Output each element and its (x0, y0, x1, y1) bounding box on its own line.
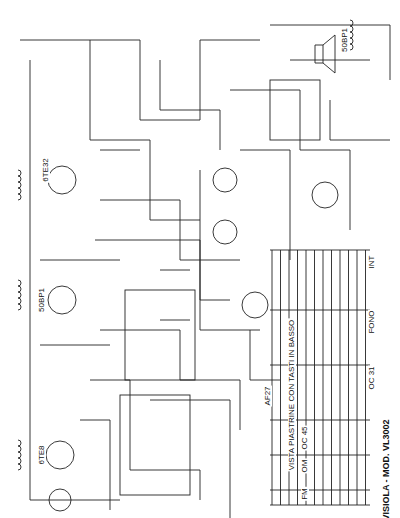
coil-turn (18, 304, 21, 310)
part-label: 50BP1 (341, 27, 349, 53)
switch-contact (348, 250, 349, 505)
tube-symbols (46, 166, 338, 511)
speaker-symbol (315, 35, 335, 73)
part-label: INT (368, 255, 376, 270)
switch-contact (280, 250, 281, 505)
wiring (20, 25, 390, 518)
part-label: OM (301, 459, 309, 474)
coil-turn (18, 188, 21, 194)
switch-row (270, 490, 370, 491)
switch-contact (272, 250, 273, 505)
switch-row (270, 455, 370, 456)
part-label: OC 45 (301, 425, 309, 450)
title: VISIOLA - MOD. VL3002 (382, 418, 391, 518)
part-label: OC 31 (368, 365, 376, 390)
coil-turn (18, 458, 21, 464)
coil-turn (18, 446, 21, 452)
coil-turn (18, 292, 21, 298)
part-label: AF27 (264, 385, 272, 406)
switch-contact (340, 250, 341, 505)
coil-turn (18, 182, 21, 188)
switch-contact (323, 250, 324, 505)
part-label: 50BP1 (38, 287, 46, 313)
part-label: 6TE8 (38, 444, 46, 465)
coil-turn (18, 464, 21, 470)
coil-turn (350, 44, 353, 50)
coil-turn (18, 440, 21, 446)
coil-turn (350, 32, 353, 38)
switch-contact (357, 250, 358, 505)
coil-turn (18, 176, 21, 182)
coil-turn (350, 38, 353, 44)
part-label: FM (301, 487, 309, 501)
switch-row (270, 420, 370, 421)
coil-turn (18, 170, 21, 176)
switch-contact (331, 250, 332, 505)
switch-contact (297, 250, 298, 505)
switch-row (270, 310, 370, 311)
coil-turn (350, 20, 353, 26)
switch-contact (365, 250, 366, 505)
coil-symbols (18, 20, 353, 470)
switch-contact (314, 250, 315, 505)
switch-bank (270, 250, 370, 505)
switch-row (270, 365, 370, 366)
part-label: FONO (368, 309, 376, 334)
coil-turn (18, 452, 21, 458)
part-label: 6TE32 (42, 157, 50, 183)
coil-turn (18, 194, 21, 200)
switch-row (270, 250, 370, 251)
coil-turn (350, 26, 353, 32)
coil-turn (18, 280, 21, 286)
coil-turn (18, 286, 21, 292)
switch-row (270, 505, 370, 506)
part-label: VISTA PIASTRINE CON TASTI IN BASSO (288, 319, 296, 472)
coil-turn (18, 298, 21, 304)
